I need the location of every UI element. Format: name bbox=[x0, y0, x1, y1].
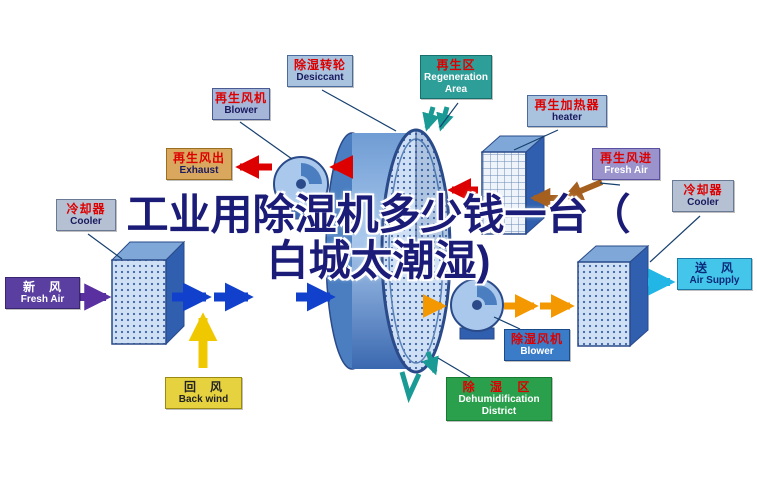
label-cooler-left: 冷却器 Cooler bbox=[56, 199, 116, 232]
regen-area-arrow-1 bbox=[422, 106, 440, 132]
wheel-belt-mark bbox=[399, 371, 422, 404]
connector-lines bbox=[87, 89, 701, 378]
heater-box bbox=[480, 134, 546, 236]
right-ahu-box bbox=[576, 244, 650, 348]
label-fresh-air-en: Fresh Air bbox=[20, 294, 65, 306]
label-back-wind-zh: 回 风 bbox=[183, 380, 223, 394]
label-fresh-air: 新 风 Fresh Air bbox=[5, 277, 80, 310]
label-regen-air-out-en: Exhaust bbox=[179, 165, 219, 177]
left-ahu-box bbox=[110, 240, 186, 346]
label-dehum-blower: 除湿风机 Blower bbox=[504, 329, 570, 362]
supply-fan bbox=[450, 278, 504, 340]
label-desiccant-wheel-en: Desiccant bbox=[296, 72, 344, 84]
label-desiccant-wheel: 除湿转轮 Desiccant bbox=[287, 55, 353, 88]
label-regen-air-in: 再生风进 Fresh Air bbox=[592, 148, 660, 181]
label-cooler-left-zh: 冷却器 bbox=[66, 202, 106, 216]
label-desiccant-wheel-zh: 除湿转轮 bbox=[293, 58, 346, 72]
label-cooler-left-en: Cooler bbox=[70, 216, 102, 228]
label-regen-heater: 再生加热器 heater bbox=[527, 95, 607, 128]
label-regen-blower-zh: 再生风机 bbox=[215, 91, 268, 105]
regen-inlet-arrow-1 bbox=[562, 179, 604, 201]
label-back-wind-en: Back wind bbox=[178, 394, 229, 406]
label-dehum-district-en: Dehumidification District bbox=[458, 394, 540, 418]
label-air-supply: 送 风 Air Supply bbox=[677, 258, 752, 291]
label-fresh-air-zh: 新 风 bbox=[22, 280, 62, 294]
label-back-wind: 回 风 Back wind bbox=[165, 377, 242, 410]
regeneration-sector bbox=[415, 129, 451, 252]
label-air-supply-zh: 送 风 bbox=[694, 261, 734, 275]
label-dehum-district-zh: 除 湿 区 bbox=[462, 380, 536, 394]
label-regen-air-out: 再生风出 Exhaust bbox=[166, 148, 232, 181]
label-dehum-blower-en: Blower bbox=[520, 346, 554, 358]
label-cooler-right-zh: 冷却器 bbox=[683, 183, 723, 197]
airflow-arrows bbox=[78, 106, 676, 376]
label-regen-blower: 再生风机 Blower bbox=[212, 88, 270, 121]
label-regen-blower-en: Blower bbox=[224, 105, 258, 117]
label-air-supply-en: Air Supply bbox=[689, 275, 740, 287]
label-regen-area: 再生区 Regeneration Area bbox=[420, 55, 492, 100]
label-cooler-right-en: Cooler bbox=[687, 197, 719, 209]
label-regen-area-en: Regeneration Area bbox=[424, 72, 488, 96]
label-regen-heater-en: heater bbox=[551, 112, 582, 124]
label-dehum-blower-zh: 除湿风机 bbox=[510, 332, 563, 346]
label-dehum-district: 除 湿 区 Dehumidification District bbox=[446, 377, 552, 422]
label-regen-air-in-zh: 再生风进 bbox=[599, 151, 652, 165]
label-cooler-right: 冷却器 Cooler bbox=[672, 180, 734, 213]
label-regen-heater-zh: 再生加热器 bbox=[534, 98, 600, 112]
label-regen-air-in-en: Fresh Air bbox=[604, 165, 648, 177]
regen-fan bbox=[273, 156, 329, 220]
dehum-area-arrow bbox=[421, 351, 439, 376]
rotary-wheel bbox=[325, 128, 452, 404]
label-regen-area-zh: 再生区 bbox=[436, 58, 476, 72]
label-regen-air-out-zh: 再生风出 bbox=[172, 151, 225, 165]
